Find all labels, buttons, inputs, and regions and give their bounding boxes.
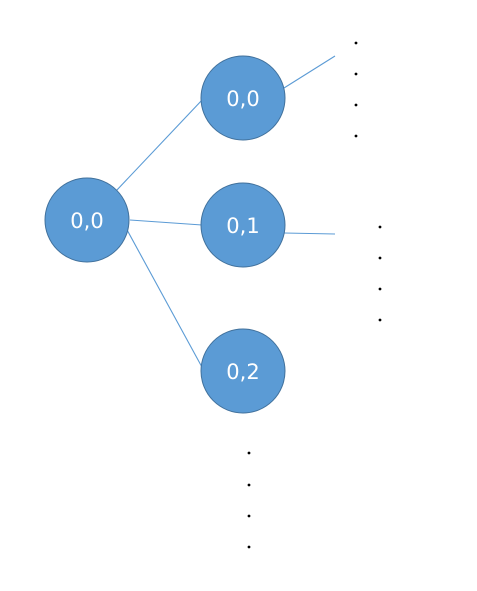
continuation-ellipsis-middle-right: [378, 225, 382, 322]
ellipsis-dot: [247, 545, 251, 549]
edge-root-to-child-1: [129, 219, 203, 226]
edge-root-to-child-0: [115, 98, 204, 192]
ellipsis-dot: [247, 451, 251, 455]
ellipsis-dot: [378, 287, 382, 291]
edge-child-0-to-continuation: [283, 55, 336, 89]
tree-node-child-2: 0,2: [200, 328, 286, 414]
edges: [115, 55, 336, 370]
node-child-0-circle: [200, 55, 286, 141]
ellipsis-dot: [247, 483, 251, 487]
tree-node-root: 0,0: [44, 177, 130, 263]
edge-child-1-to-continuation: [283, 232, 336, 235]
ellipsis-dot: [354, 134, 358, 138]
continuation-ellipsis-top-right: [354, 41, 358, 138]
node-root-label: 0,0: [70, 209, 103, 233]
node-child-1-circle: [200, 182, 286, 268]
edge-root-to-child-2: [125, 227, 204, 370]
ellipsis-dot: [378, 225, 382, 229]
ellipsis-dot: [354, 103, 358, 107]
node-child-0-label: 0,0: [226, 87, 259, 111]
node-child-2-label: 0,2: [226, 360, 259, 384]
ellipsis-dot: [378, 318, 382, 322]
node-child-2-circle: [200, 328, 286, 414]
ellipsis-dot: [378, 256, 382, 260]
ellipsis-dot: [354, 41, 358, 45]
ellipsis-dot: [354, 72, 358, 76]
ellipsis-dot: [247, 514, 251, 518]
node-child-1-label: 0,1: [226, 214, 259, 238]
node-root-circle: [44, 177, 130, 263]
tree-node-child-1: 0,1: [200, 182, 286, 268]
continuation-ellipsis-bottom: [247, 451, 251, 549]
tree-node-child-0: 0,0: [200, 55, 286, 141]
